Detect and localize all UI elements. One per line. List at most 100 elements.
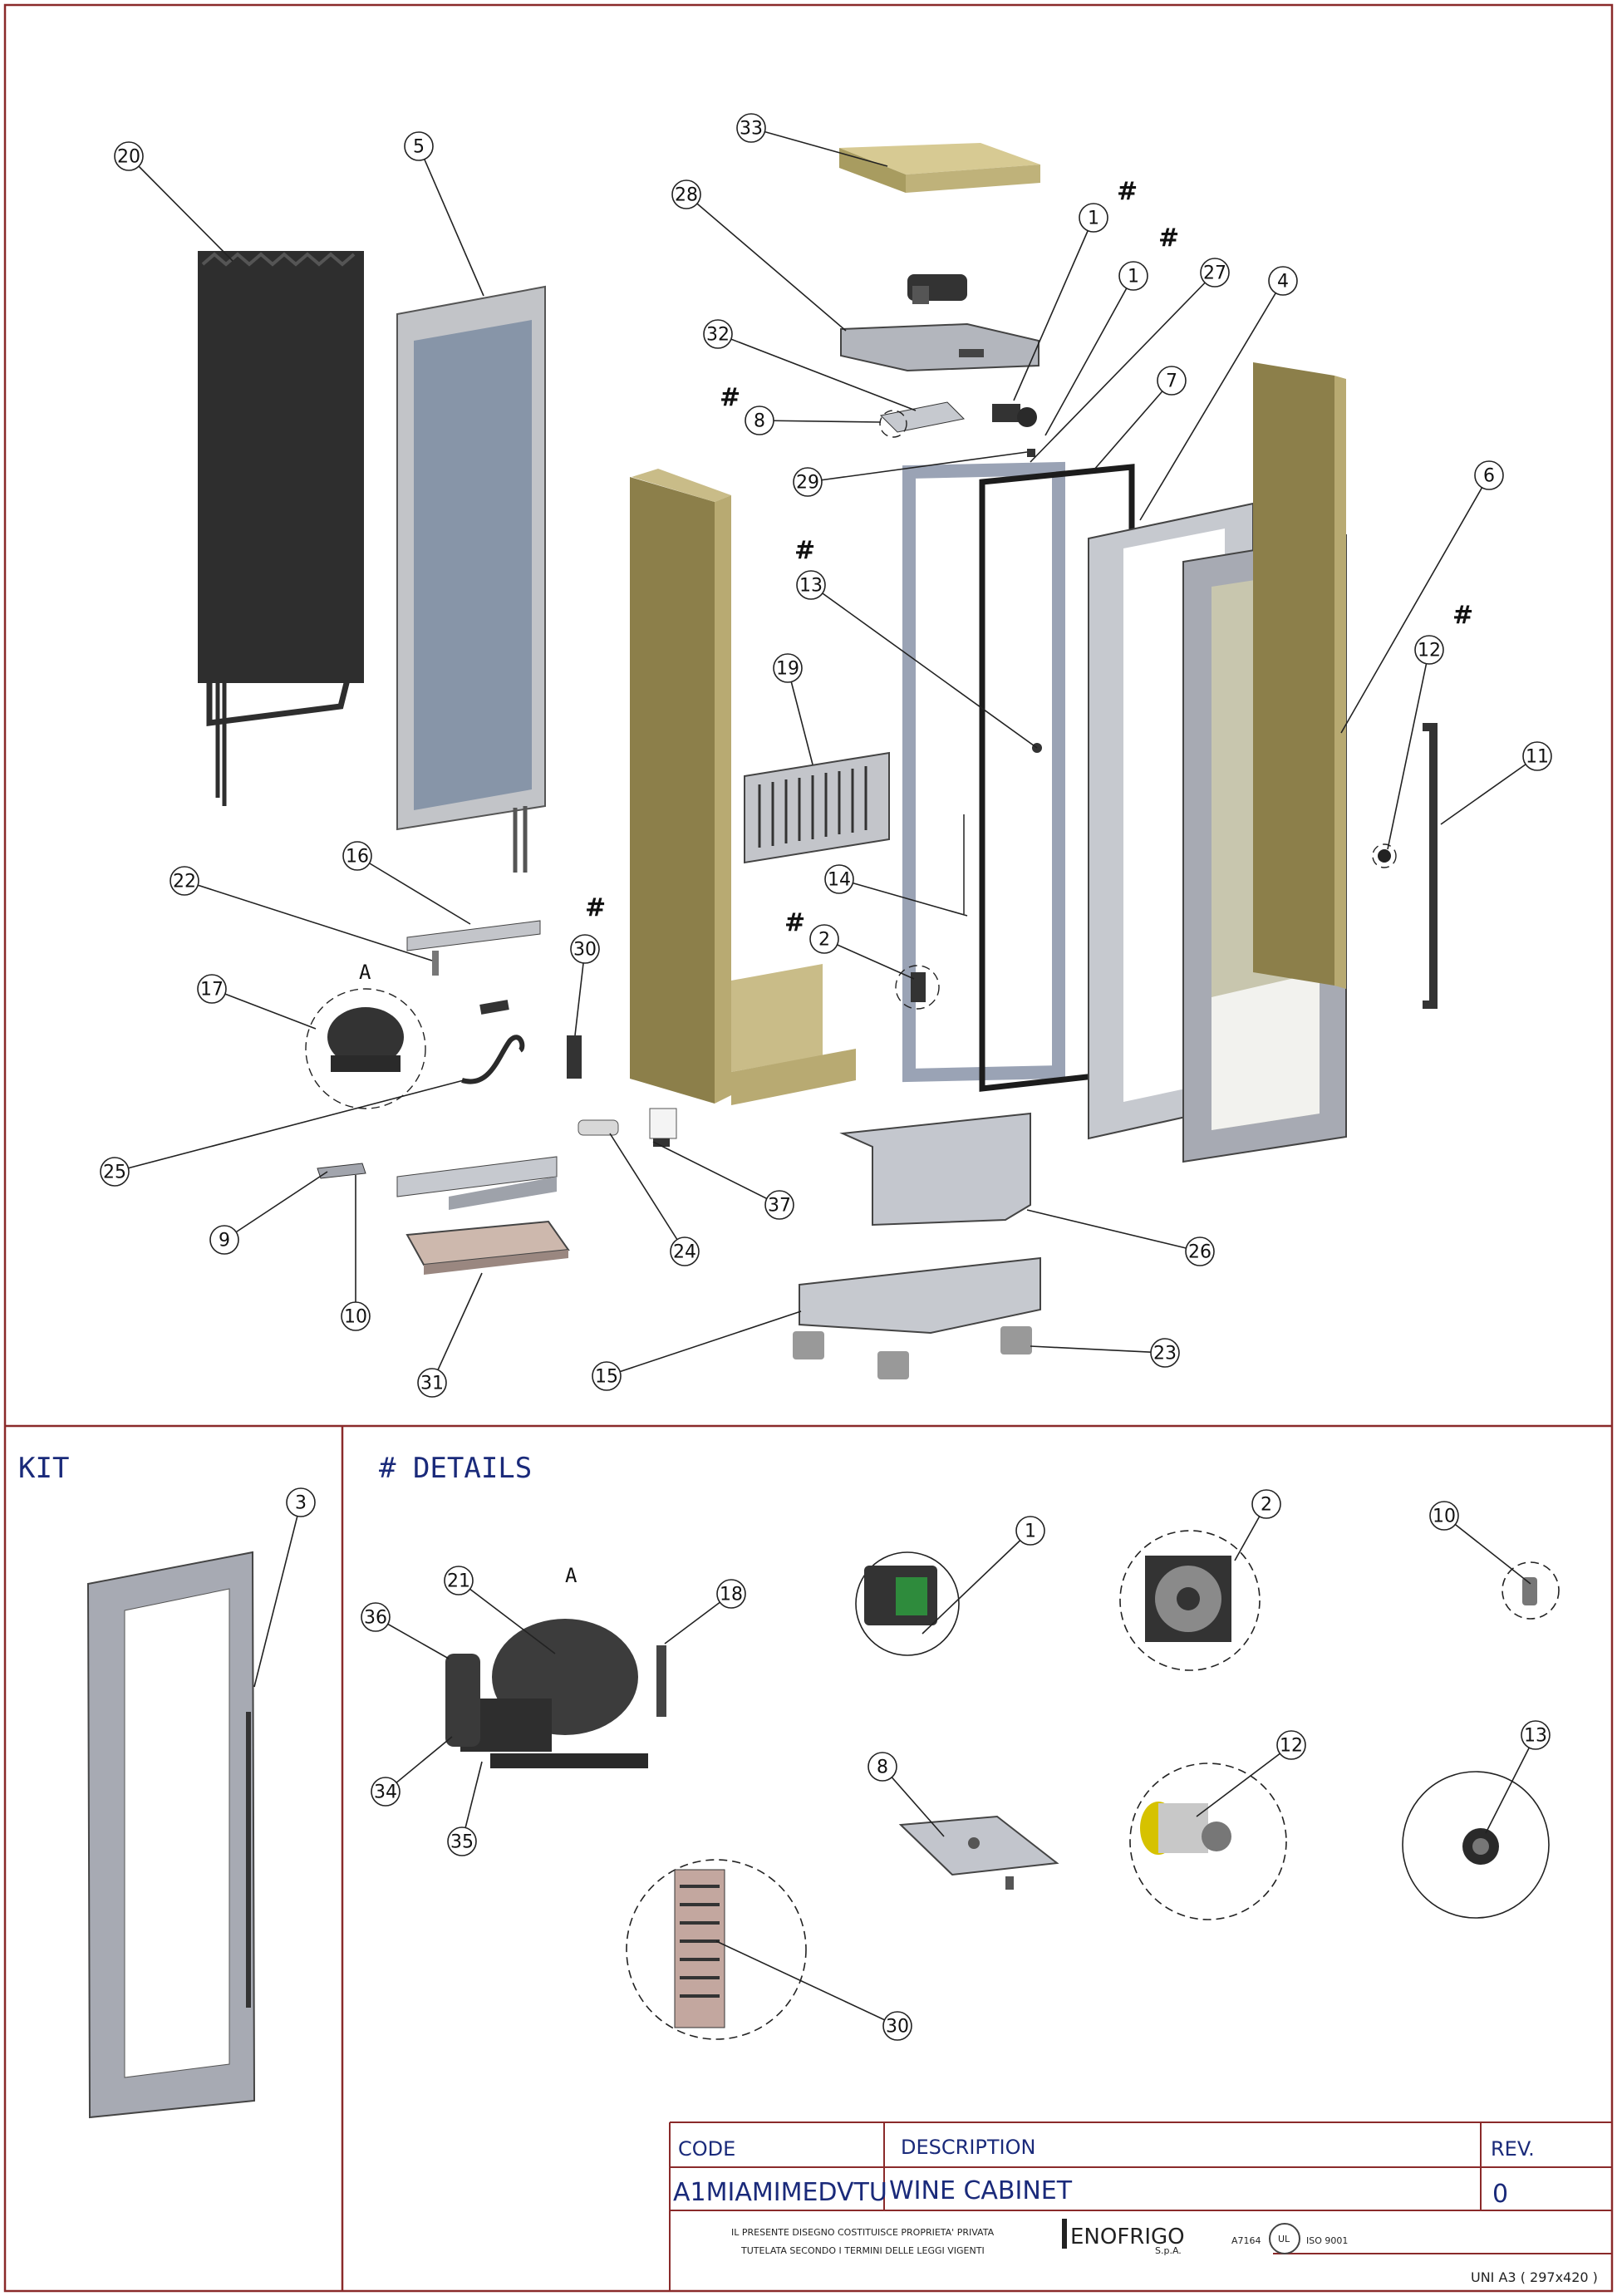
code-label: CODE (678, 2137, 735, 2161)
callout-1: 1 (1118, 261, 1148, 291)
drawing-border (3, 3, 1614, 2293)
leader-line (686, 194, 847, 332)
leader-line (810, 584, 1038, 749)
callout-number: 35 (450, 1832, 474, 1853)
callout-19: 19 (773, 653, 803, 683)
leader-line (356, 855, 471, 925)
callout-number: 16 (346, 847, 369, 868)
detail-small-screw (1502, 1561, 1560, 1620)
detail-callout-12: 12 (1276, 1730, 1306, 1760)
callout-number: 10 (1433, 1507, 1456, 1527)
callout-number: 1 (1025, 1522, 1036, 1542)
callout-number: 31 (420, 1374, 444, 1394)
detail-callout-8: 8 (867, 1752, 897, 1782)
leader-line (787, 667, 813, 765)
detail-lock-cylinder (1129, 1763, 1287, 1920)
rev-label: REV. (1491, 2137, 1535, 2161)
callout-number: 5 (413, 137, 425, 158)
leader-line (922, 1530, 1031, 1635)
callout-number: 30 (573, 940, 597, 961)
part-bracket-plate (317, 1163, 366, 1179)
detail-callout-30: 30 (882, 2011, 912, 2041)
part-condenser (198, 251, 364, 806)
part-compressor-base (396, 1156, 558, 1210)
part-top-cover (839, 143, 1040, 193)
detail-callout-18: 18 (716, 1579, 746, 1609)
callout-number: 15 (595, 1367, 618, 1388)
part-light-unit (578, 1119, 619, 1136)
code-value: A1MIAMIMEDVTU (673, 2178, 887, 2207)
callout-22: 22 (170, 866, 199, 896)
leader-line (882, 1766, 945, 1837)
part-power-cable (461, 1035, 525, 1084)
callout-16: 16 (342, 841, 372, 871)
callout-12: 12 (1414, 635, 1444, 665)
callout-5: 5 (404, 131, 434, 161)
leader-line (823, 938, 915, 980)
leader-line (253, 1502, 302, 1688)
part-compressor-main (305, 988, 426, 1109)
callout-number: 3 (295, 1493, 307, 1514)
ul-mark: UL (1269, 2223, 1300, 2254)
part-bottom-plate (839, 1112, 1031, 1227)
leader-line (1030, 272, 1216, 463)
detail-callout-13: 13 (1521, 1720, 1551, 1750)
leader-line (717, 333, 917, 411)
callout-number: 10 (344, 1307, 367, 1328)
hash-marker: # (794, 536, 815, 565)
leader-line (224, 1171, 328, 1241)
leader-line (1093, 380, 1172, 471)
sheet-format: UNI A3 ( 297x420 ) (1471, 2269, 1598, 2285)
callout-6: 6 (1474, 460, 1504, 490)
callout-10: 10 (341, 1301, 371, 1331)
leader-line (1013, 217, 1094, 401)
hash-marker: # (1452, 601, 1473, 630)
callout-number: 8 (754, 411, 765, 432)
leader-line (418, 145, 484, 297)
callout-number: 22 (173, 872, 196, 892)
detail-callout-1: 1 (1015, 1516, 1045, 1546)
leader-line (1196, 1744, 1292, 1817)
callout-number: 27 (1203, 263, 1226, 284)
company-logo: ENOFRIGO S.p.A. (1062, 2219, 1185, 2256)
notice-line-2: TUTELATA SECONDO I TERMINI DELLE LEGGI V… (740, 2245, 985, 2256)
callout-2: 2 (809, 924, 839, 954)
leader-line (759, 420, 882, 423)
callout-number: 7 (1166, 371, 1177, 392)
callout-20: 20 (114, 141, 144, 171)
leader-line (750, 127, 888, 167)
leader-line (114, 1079, 464, 1173)
hash-markers: ####### (585, 177, 1473, 937)
leader-line (458, 1580, 556, 1654)
detail-marker-details: A (565, 1564, 578, 1587)
callout-27: 27 (1200, 258, 1230, 288)
leader-line (1030, 1345, 1166, 1354)
leader-line (838, 878, 968, 917)
callout-number: 9 (219, 1231, 230, 1251)
detail-callout-35: 35 (447, 1826, 477, 1856)
callout-number: 29 (796, 473, 819, 494)
leader-line (431, 1272, 483, 1384)
callout-33: 33 (736, 113, 766, 143)
leader-line (807, 451, 1028, 483)
detail-fan (1119, 1530, 1261, 1671)
detail-callout-10: 10 (1429, 1501, 1459, 1531)
leader-line (1485, 1734, 1536, 1834)
description-label: DESCRIPTION (901, 2136, 1035, 2159)
leader-line (1026, 1209, 1201, 1252)
callout-number: 28 (675, 185, 698, 206)
callout-number: 21 (447, 1571, 470, 1592)
leader-line (715, 1940, 898, 2027)
leader-line (652, 1141, 780, 1206)
callout-number: 13 (1524, 1726, 1547, 1747)
callout-32: 32 (703, 319, 733, 349)
part-fan-component (895, 965, 940, 1010)
callout-8: 8 (745, 406, 774, 435)
callout-31: 31 (417, 1368, 447, 1398)
callout-number: 23 (1153, 1344, 1177, 1364)
callout-number: 30 (886, 2017, 909, 2038)
leader-line (606, 1310, 802, 1377)
callout-number: 12 (1418, 641, 1441, 661)
